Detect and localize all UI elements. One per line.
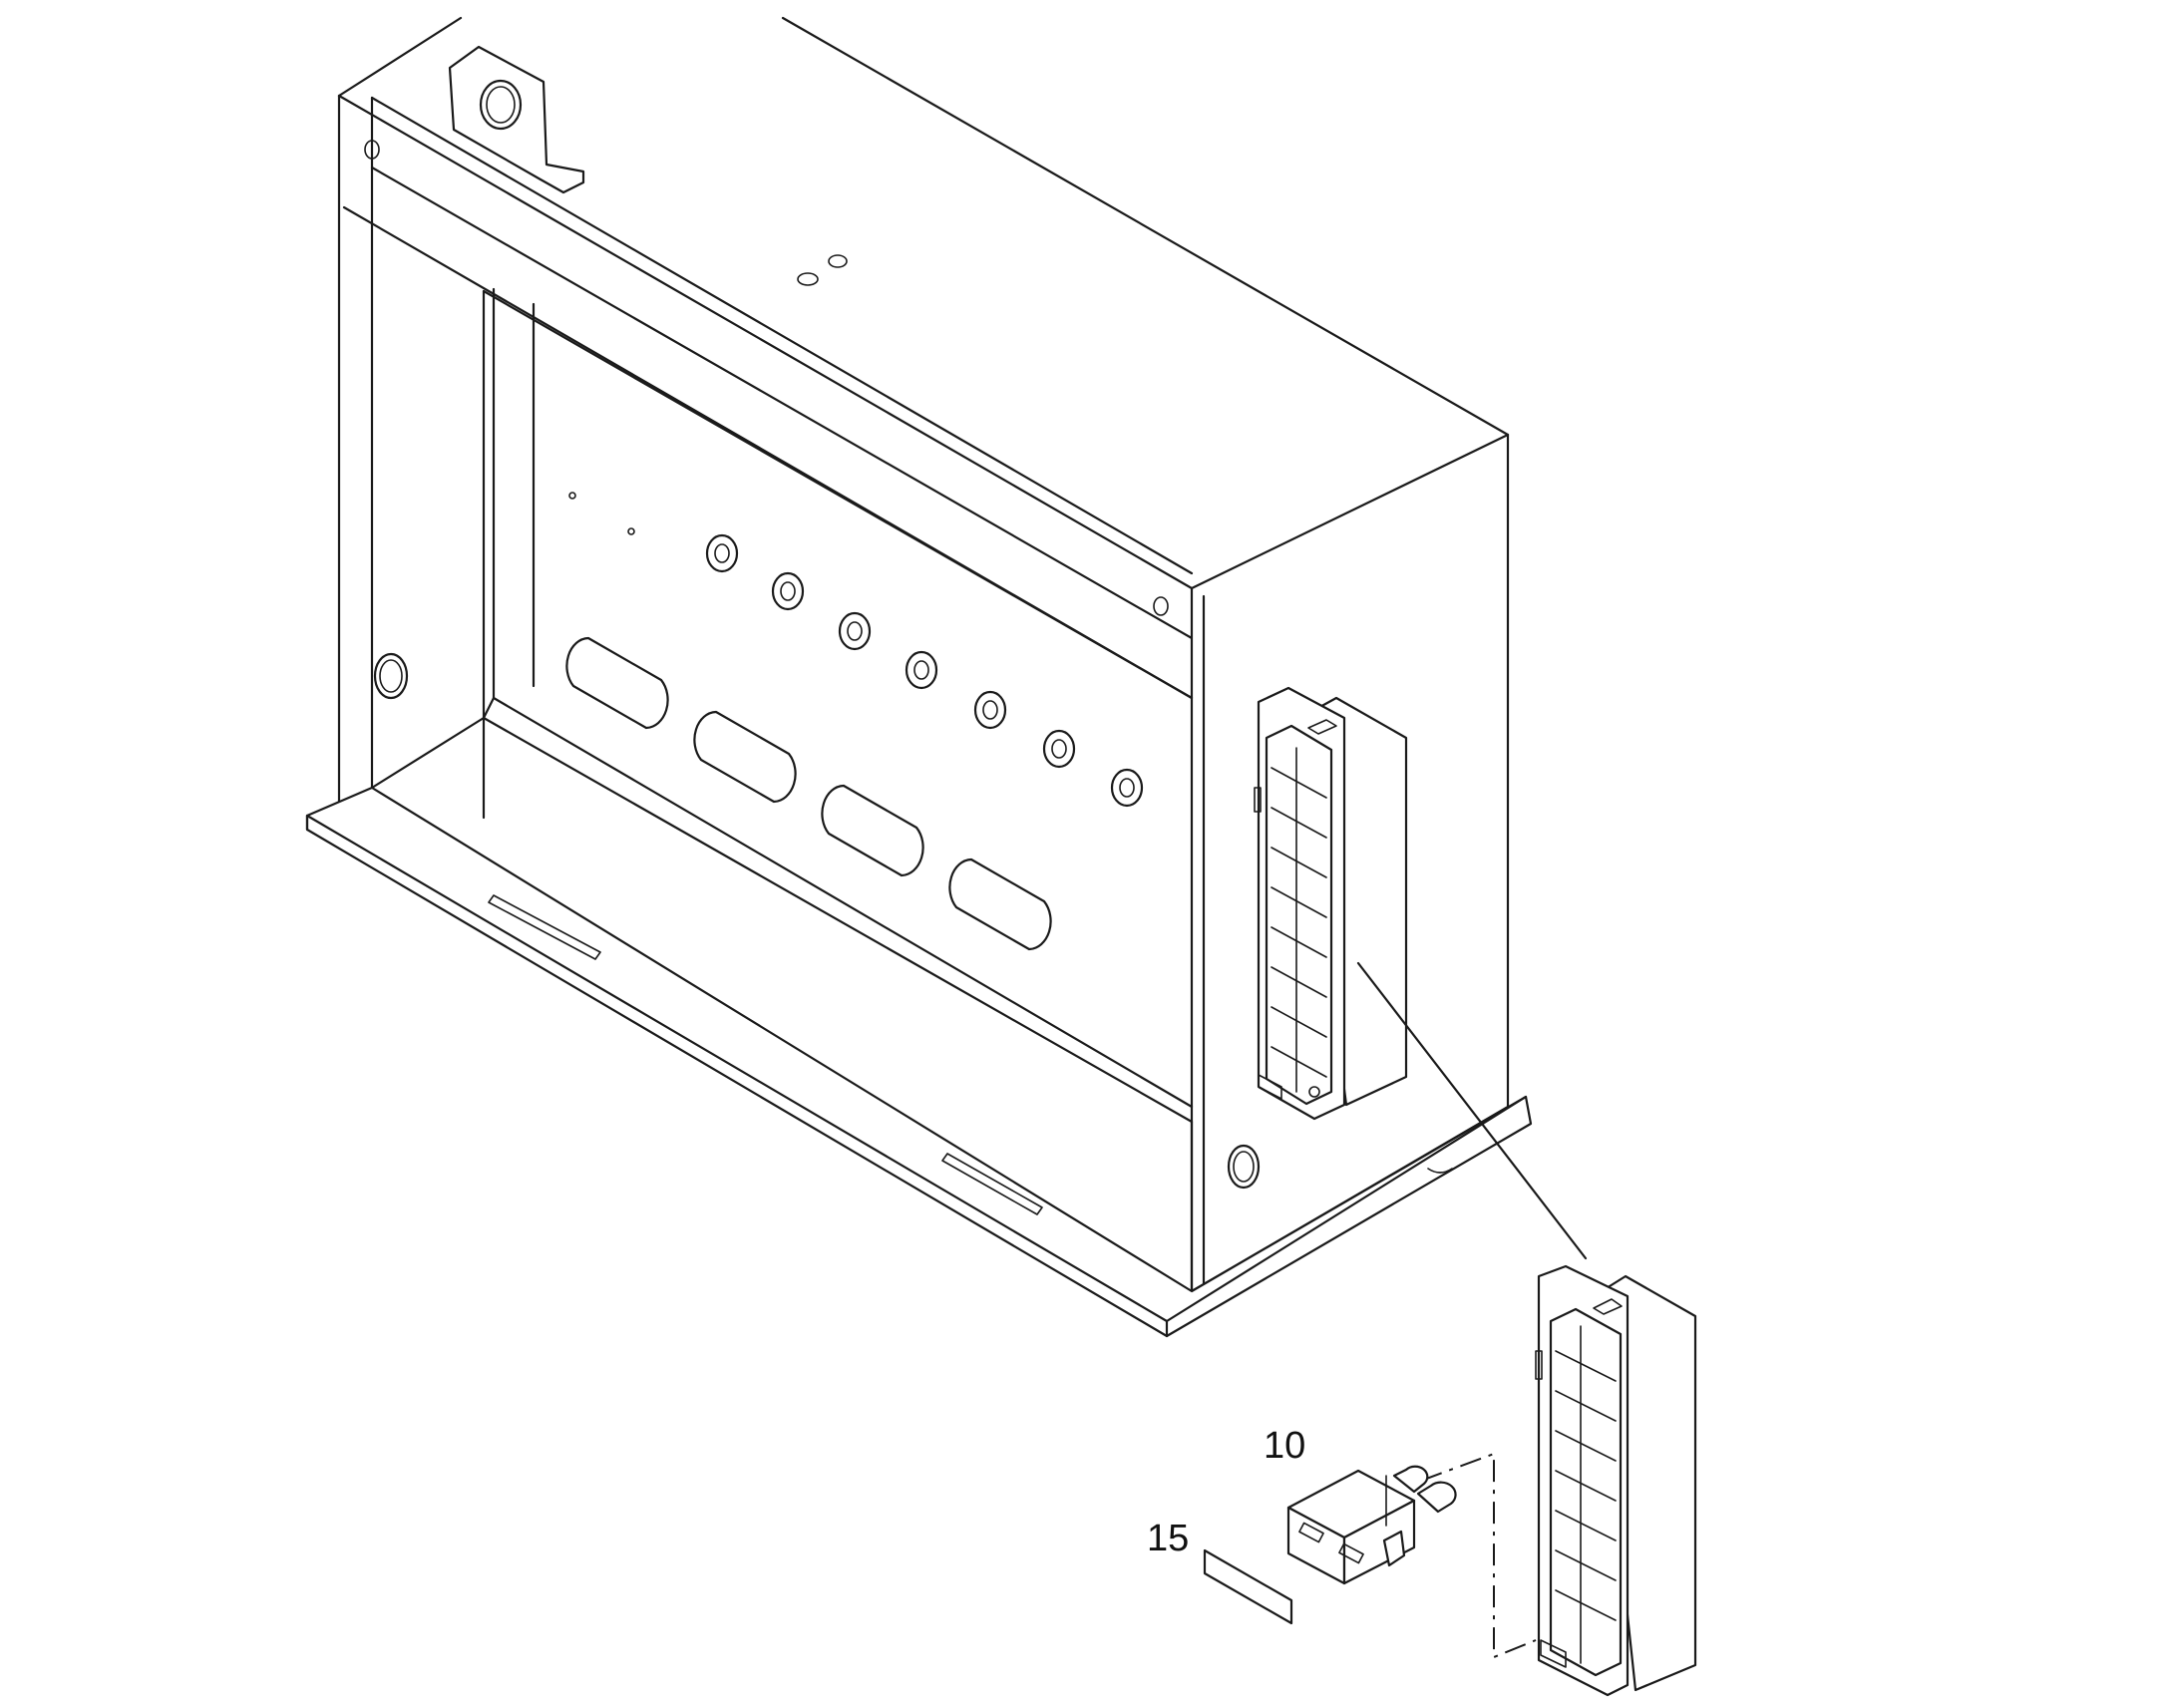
panel-studs bbox=[705, 533, 1144, 808]
mounting-ear bbox=[448, 45, 585, 194]
frame-holes bbox=[364, 140, 1261, 1190]
stud-nut bbox=[1042, 729, 1076, 769]
callout-15: 15 bbox=[1147, 1518, 1189, 1559]
stud-nut bbox=[1110, 768, 1144, 808]
fuse-label bbox=[1203, 1548, 1293, 1625]
stud-nut bbox=[905, 650, 938, 690]
leader-line bbox=[1356, 961, 1588, 1260]
fuse-block-detail bbox=[1535, 1264, 1697, 1697]
install-path-line bbox=[1420, 1452, 1537, 1659]
blade-fuse bbox=[1286, 1465, 1457, 1585]
callout-10: 10 bbox=[1264, 1425, 1305, 1467]
fuse-block-installed bbox=[1254, 686, 1408, 1121]
fuse-slots-installed bbox=[1271, 747, 1327, 1093]
stud-nut bbox=[771, 571, 805, 611]
stud-nut bbox=[838, 611, 872, 651]
fuse-slots-detail bbox=[1555, 1325, 1617, 1664]
stud-nut bbox=[705, 533, 739, 573]
box-housing bbox=[305, 16, 1533, 1338]
stud-nut bbox=[973, 690, 1007, 730]
panel-slots bbox=[565, 636, 1052, 951]
